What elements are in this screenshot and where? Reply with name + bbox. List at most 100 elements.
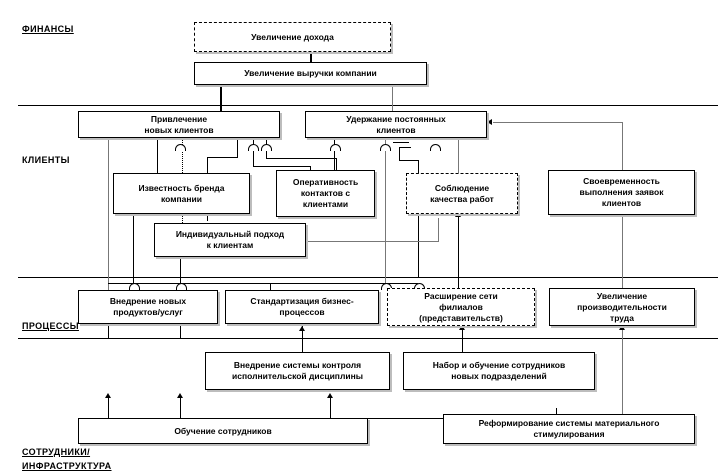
wire-jump-7: [129, 283, 140, 290]
wire-jump-2: [248, 144, 259, 151]
node-n4-box[interactable]: Удержание постоянных клиентов: [305, 111, 487, 138]
edge-n6-n3b-drop: [336, 158, 337, 172]
edge-n11-n7-line: [458, 217, 459, 290]
edge-n6-n4-line: [334, 138, 335, 170]
edge-n17-n13-riser: [622, 330, 623, 416]
node-n9-label: Индивидуальный подход к клиентам: [175, 229, 285, 250]
node-n7-box[interactable]: Соблюдение качества работ: [406, 173, 518, 214]
wire-jump-5: [380, 144, 391, 151]
perspective-label-processes: ПРОЦЕССЫ: [22, 321, 79, 331]
riser-n10-right: [180, 324, 181, 338]
perspective-label-staff-line1: СОТРУДНИКИ/: [22, 447, 91, 457]
node-n14-box[interactable]: Внедрение системы контроля исполнительск…: [205, 352, 390, 390]
edge-n9-n6-run: [306, 241, 438, 242]
node-n11-label: Стандартизация бизнес- процессов: [250, 296, 354, 317]
edge-n8-n4-run: [493, 122, 623, 123]
edge-n16-n10-arrow2: [177, 393, 183, 398]
wire-jump-3: [261, 144, 272, 151]
edge-n9-n6-riser: [438, 218, 439, 242]
node-n14-label: Внедрение системы контроля исполнительск…: [232, 360, 363, 381]
node-n13-label: Увеличение производительности труда: [577, 290, 667, 323]
wire-jump-9: [381, 283, 392, 290]
node-n13-box[interactable]: Увеличение производительности труда: [549, 288, 695, 326]
node-n8-label: Своевременность выполнения заявок клиент…: [579, 176, 664, 208]
edge-n6-n3a-line: [253, 138, 254, 166]
divider-finance-clients: [18, 105, 718, 106]
edge-n10-n9-line: [180, 257, 181, 290]
wire-jump-1: [175, 144, 186, 151]
perspective-label-finance: ФИНАНСЫ: [22, 24, 74, 34]
node-n1-label: Увеличение дохода: [251, 31, 334, 42]
edge-n12-n4-run2: [399, 160, 419, 161]
node-n15-box[interactable]: Набор и обучение сотрудников новых подра…: [403, 352, 595, 390]
riser-n10-left: [108, 324, 109, 338]
wire-jump-4: [330, 144, 341, 151]
node-n10-box[interactable]: Внедрение новых продуктов/услуг: [78, 290, 218, 324]
node-n2-box[interactable]: Увеличение выручки компании: [194, 62, 427, 85]
edge-n16-n10-line: [108, 398, 109, 418]
edge-n17-n13-arrow: [619, 325, 625, 330]
wire-jump-6: [430, 144, 441, 151]
node-n6-box[interactable]: Оперативность контактов с клиентами: [276, 170, 375, 217]
edge-n9-n3b-elbow: [207, 157, 237, 158]
node-n17-box[interactable]: Реформирование системы материального сти…: [443, 414, 695, 444]
edge-n14-n11-line: [302, 338, 303, 352]
edge-left-elbow-run: [393, 142, 409, 143]
node-n12-label: Расширение сети филиалов (представительс…: [419, 290, 503, 323]
edge-n12-n3-bus: [108, 283, 418, 284]
node-n6-label: Оперативность контактов с клиентами: [292, 177, 359, 209]
perspective-label-clients: КЛИЕНТЫ: [22, 155, 70, 165]
edge-n2-n1-line: [310, 52, 312, 63]
edge-n6-n3a-drop: [310, 166, 311, 172]
edge-n6-n3b-elbow: [266, 158, 336, 159]
edge-n7-n4-line: [458, 138, 459, 173]
edge-n16-n14-arrow: [327, 393, 333, 398]
node-n12-box[interactable]: Расширение сети филиалов (представительс…: [387, 288, 535, 326]
node-n5-label: Известность бренда компании: [138, 182, 225, 204]
node-n16-box[interactable]: Обучение сотрудников: [78, 418, 368, 444]
perspective-label-staff-line2: ИНФРАСТРУКТУРА: [22, 461, 112, 471]
edge-n14-n11-arrow: [299, 326, 305, 331]
edge-n12-n4-run3: [399, 147, 411, 148]
edge-n13-n8-line: [622, 215, 623, 290]
edge-n6-n3a-elbow: [253, 166, 310, 167]
node-n1-box[interactable]: Увеличение дохода: [194, 22, 391, 52]
node-n5-box[interactable]: Известность бренда компании: [113, 173, 250, 214]
node-n16-label: Обучение сотрудников: [174, 425, 272, 436]
edge-n16-n14-line: [330, 398, 331, 418]
edge-n9-n3b-riser: [237, 138, 238, 158]
edge-n5-n3-line: [157, 138, 158, 173]
node-n3-label: Привлечение новых клиентов: [144, 113, 214, 135]
wire-jump-8: [176, 283, 187, 290]
node-n17-label: Реформирование системы материального сти…: [478, 418, 660, 439]
edge-n12-n4-riser: [418, 160, 419, 278]
edge-n14-n11-line2: [302, 325, 303, 339]
edge-n15-n12-arrow: [459, 325, 465, 330]
node-n8-box[interactable]: Своевременность выполнения заявок клиент…: [548, 170, 695, 215]
node-n10-label: Внедрение новых продуктов/услуг: [109, 296, 187, 317]
edge-n4-n2-line: [392, 85, 393, 112]
wire-jump-10: [414, 283, 425, 290]
node-n11-box[interactable]: Стандартизация бизнес- процессов: [225, 290, 379, 324]
edge-n15-n12-line: [462, 330, 463, 352]
edge-n8-n4-riser: [622, 122, 623, 170]
edge-n10-n3-line: [108, 138, 109, 290]
node-n7-label: Соблюдение качества работ: [430, 182, 494, 204]
edge-n11-n7-arrow: [455, 212, 461, 217]
edge-n10-n5-line: [133, 214, 134, 290]
node-n15-label: Набор и обучение сотрудников новых подра…: [432, 360, 566, 381]
edge-n8-n4-arrow: [487, 119, 492, 125]
edge-n11-n4-line: [385, 138, 386, 290]
edge-n16-n10-riser2: [180, 398, 181, 420]
node-n3-box[interactable]: Привлечение новых клиентов: [78, 111, 280, 138]
node-n2-label: Увеличение выручки компании: [244, 68, 377, 78]
edge-n12-n4-drop: [399, 147, 400, 161]
node-n4-label: Удержание постоянных клиентов: [346, 113, 446, 135]
divider-processes-staff: [18, 338, 718, 339]
edge-n12-n3-riser: [270, 283, 271, 290]
edge-n16-n14-tap: [556, 408, 557, 419]
divider-clients-processes: [18, 277, 718, 278]
edge-n3-n2-line: [220, 85, 222, 112]
node-n9-box[interactable]: Индивидуальный подход к клиентам: [154, 223, 306, 257]
